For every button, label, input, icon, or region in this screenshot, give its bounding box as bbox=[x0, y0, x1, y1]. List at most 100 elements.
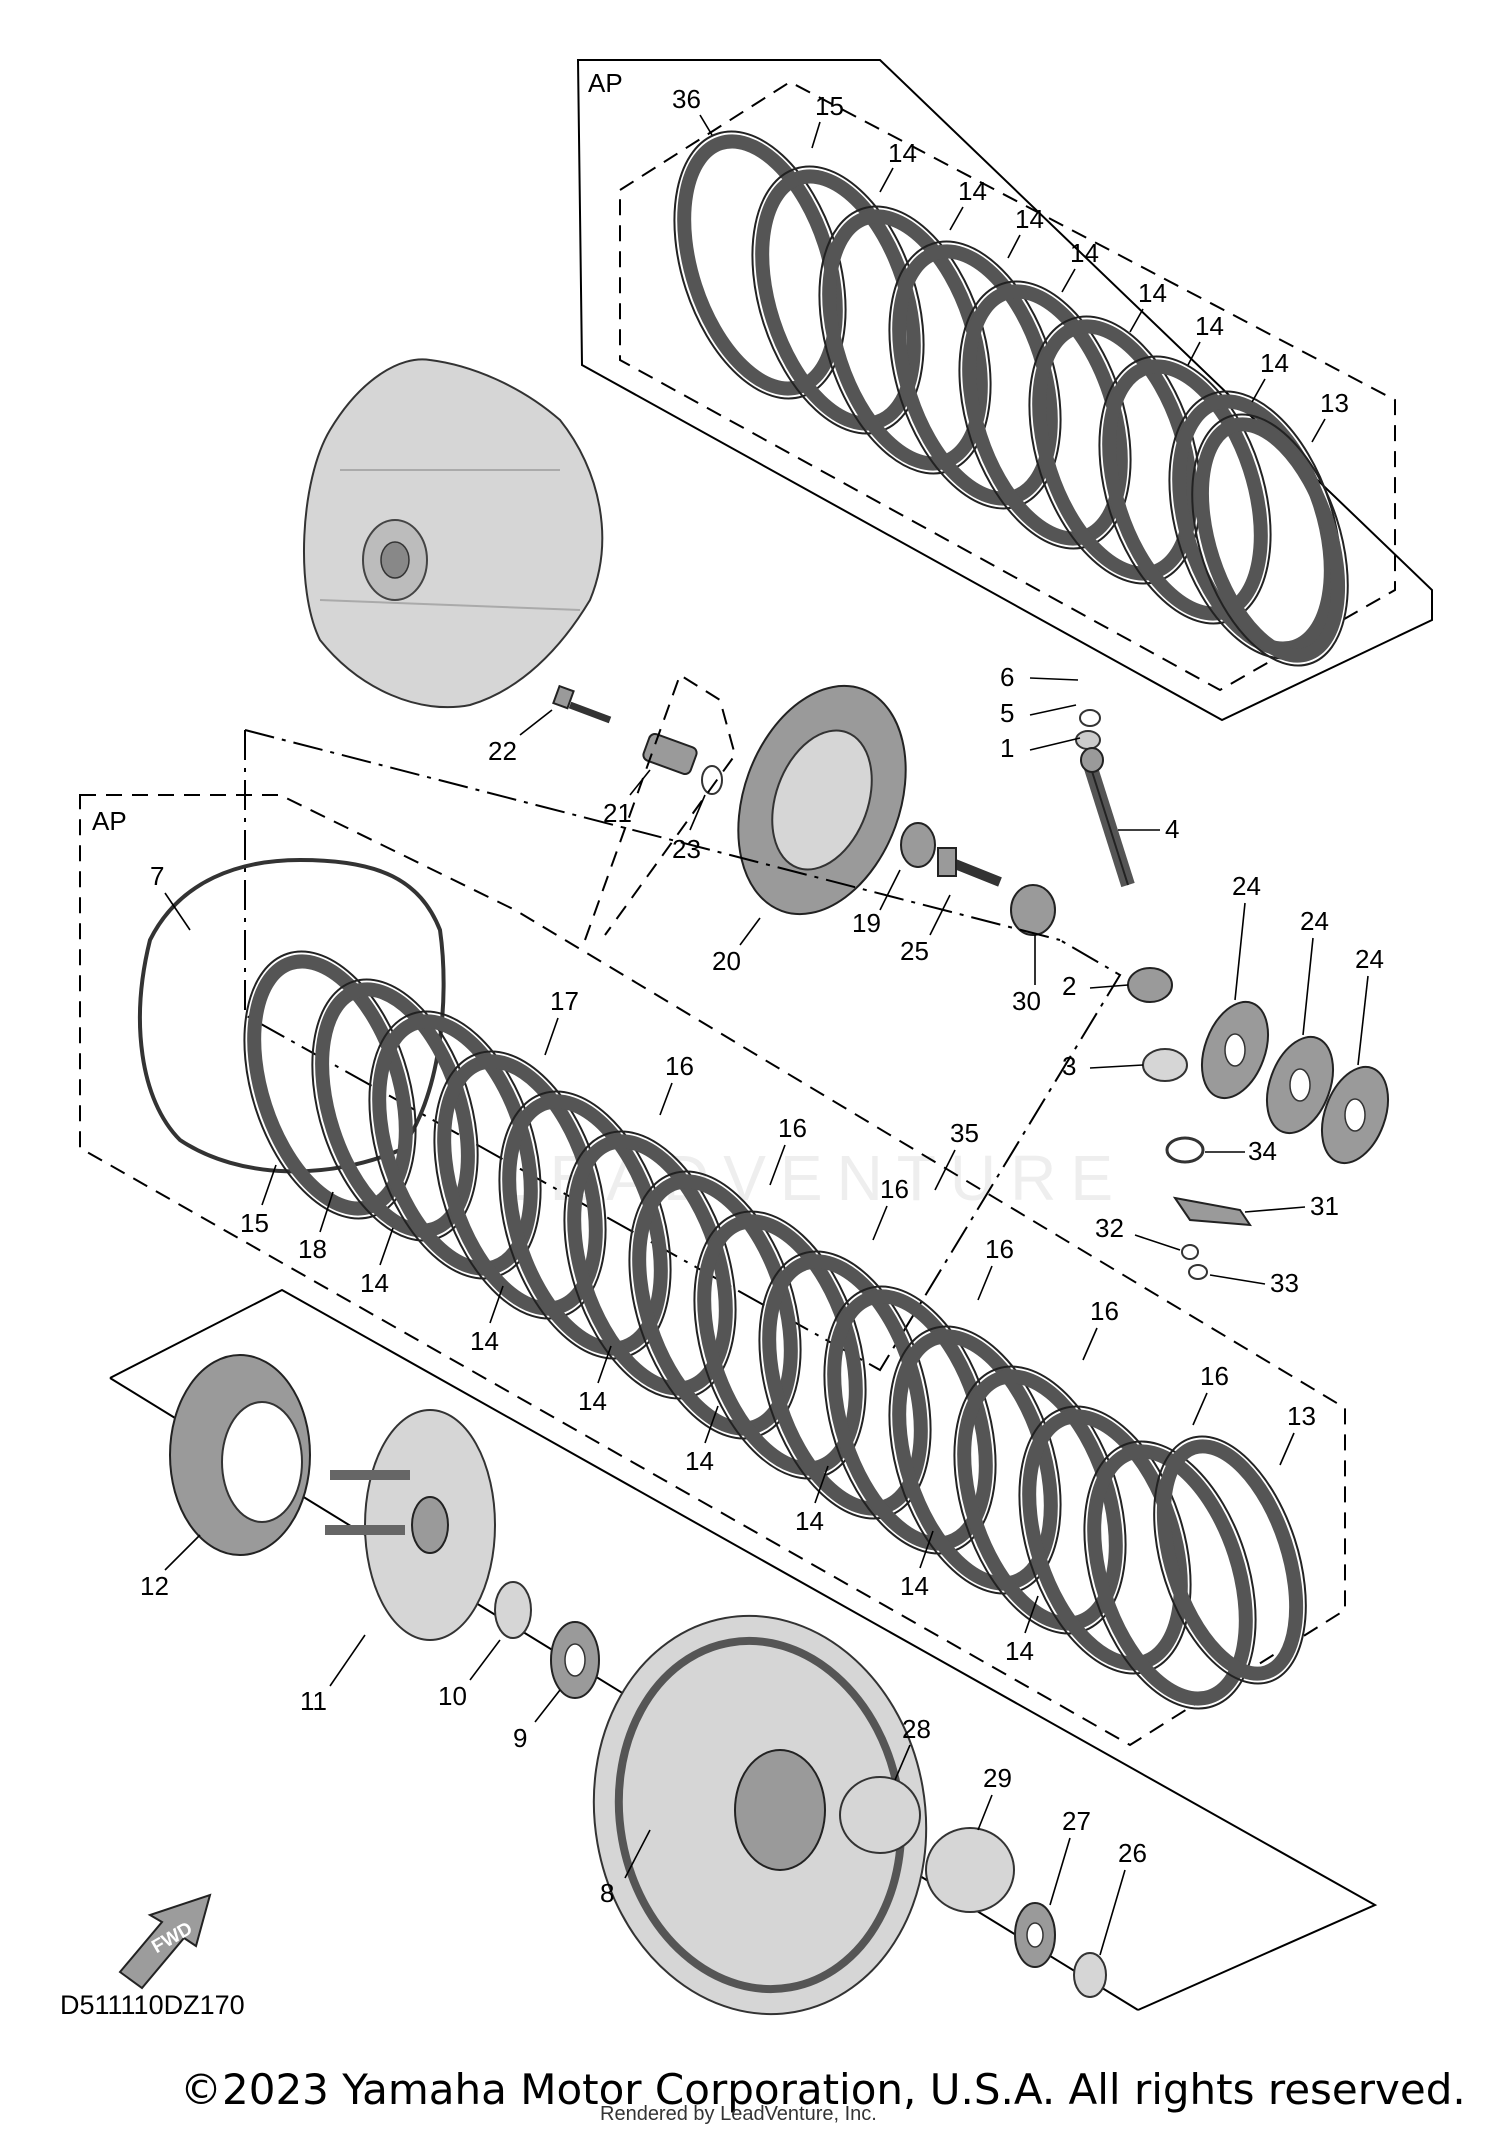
rendered-by-note: Rendered by LeadVenture, Inc. bbox=[600, 2103, 877, 2125]
lever-31 bbox=[1172, 1196, 1252, 1227]
callout-14-b-6: 14 bbox=[900, 1571, 929, 1601]
callout-10: 10 bbox=[438, 1681, 467, 1711]
bearing-2 bbox=[1127, 967, 1173, 1003]
callout-7: 7 bbox=[150, 861, 164, 891]
callout-23: 23 bbox=[672, 834, 701, 864]
callout-14-top-7: 14 bbox=[1260, 348, 1289, 378]
callout-11: 11 bbox=[300, 1686, 327, 1716]
plate-14-bottom-5 bbox=[888, 1325, 1062, 1595]
hub-12 bbox=[169, 1354, 311, 1556]
callout-27: 27 bbox=[1062, 1806, 1091, 1836]
pressure-plate-20 bbox=[737, 684, 907, 916]
callout-28: 28 bbox=[902, 1714, 931, 1744]
bottom-callouts: 17 16 16 35 16 16 16 16 13 15 18 14 14 1… bbox=[140, 986, 1316, 1956]
callout-34: 34 bbox=[1248, 1136, 1277, 1166]
callout-24-c: 24 bbox=[1355, 944, 1384, 974]
callout-16-e: 16 bbox=[1090, 1296, 1119, 1326]
top-ap-dashed-box bbox=[619, 80, 1396, 692]
callout-14-top-4: 14 bbox=[1070, 238, 1099, 268]
callout-15-bottom: 15 bbox=[240, 1208, 269, 1238]
washer-10 bbox=[494, 1581, 532, 1639]
disc-11 bbox=[325, 1409, 496, 1641]
callout-24-a: 24 bbox=[1232, 871, 1261, 901]
middle-dashed-outline bbox=[584, 673, 737, 941]
callout-14-b-4: 14 bbox=[685, 1446, 714, 1476]
callout-12: 12 bbox=[140, 1571, 169, 1601]
bottom-plate-stack bbox=[243, 950, 1307, 1710]
plate-14-bottom-2 bbox=[498, 1090, 672, 1360]
callout-26: 26 bbox=[1118, 1838, 1147, 1868]
callout-17: 17 bbox=[550, 986, 579, 1016]
callout-16-d: 16 bbox=[985, 1234, 1014, 1264]
plate-13-bottom bbox=[1153, 1435, 1307, 1685]
callout-36: 36 bbox=[672, 84, 701, 114]
callout-14-top-1: 14 bbox=[888, 138, 917, 168]
callout-2: 2 bbox=[1062, 971, 1076, 1001]
callout-14-b-1: 14 bbox=[360, 1268, 389, 1298]
callout-35: 35 bbox=[950, 1118, 979, 1148]
callout-24-b: 24 bbox=[1300, 906, 1329, 936]
callout-21: 21 bbox=[603, 798, 632, 828]
callout-20: 20 bbox=[712, 946, 741, 976]
bottom-ap-dashed-box bbox=[79, 794, 1346, 1747]
fwd-arrow-icon: FWD bbox=[118, 1893, 212, 1990]
callout-14-b-5: 14 bbox=[795, 1506, 824, 1536]
top-callouts: 36 15 14 14 14 14 14 14 14 13 bbox=[672, 84, 1349, 443]
washer-5 bbox=[1075, 730, 1101, 750]
callout-19: 19 bbox=[852, 908, 881, 938]
bolt-22 bbox=[552, 684, 612, 724]
middle-chain-top bbox=[244, 729, 1061, 941]
plate-18 bbox=[311, 978, 479, 1242]
clip-33 bbox=[1188, 1264, 1208, 1280]
nut-30 bbox=[1010, 884, 1056, 936]
bottom-solid-frame bbox=[109, 1288, 1378, 2011]
top-plate-stack bbox=[673, 130, 1349, 667]
callout-33: 33 bbox=[1270, 1268, 1299, 1298]
callout-13-top: 13 bbox=[1320, 388, 1349, 418]
middle-callouts: 6 5 1 4 22 21 23 20 19 25 30 24 24 24 7 … bbox=[150, 662, 1384, 1298]
callout-4: 4 bbox=[1165, 814, 1179, 844]
callout-16-a: 16 bbox=[665, 1051, 694, 1081]
plate-16-5 bbox=[1083, 1440, 1257, 1710]
ap-label-top: AP bbox=[588, 68, 623, 98]
clutch-basket-8 bbox=[592, 1614, 928, 2016]
callout-8: 8 bbox=[600, 1878, 614, 1908]
callout-13-bottom: 13 bbox=[1287, 1401, 1316, 1431]
callout-14-b-2: 14 bbox=[470, 1326, 499, 1356]
callout-9: 9 bbox=[513, 1723, 527, 1753]
callout-18: 18 bbox=[298, 1234, 327, 1264]
washer-23 bbox=[701, 765, 723, 795]
callout-14-top-2: 14 bbox=[958, 176, 987, 206]
callout-14-b-3: 14 bbox=[578, 1386, 607, 1416]
plates-24 bbox=[1201, 1000, 1389, 1165]
spring-34 bbox=[1165, 1136, 1205, 1164]
callout-14-b-7: 14 bbox=[1005, 1636, 1034, 1666]
callout-29: 29 bbox=[983, 1763, 1012, 1793]
washer-32 bbox=[1181, 1244, 1199, 1260]
callout-22: 22 bbox=[488, 736, 517, 766]
callout-16-f: 16 bbox=[1200, 1361, 1229, 1391]
callout-3: 3 bbox=[1062, 1051, 1076, 1081]
push-rod-4 bbox=[1083, 762, 1135, 888]
callout-25: 25 bbox=[900, 936, 929, 966]
copyright-notice: ©2023 Yamaha Motor Corporation, U.S.A. A… bbox=[180, 2065, 1466, 2114]
callout-6: 6 bbox=[1000, 662, 1014, 692]
gasket-7 bbox=[138, 857, 446, 1174]
callout-16-c: 16 bbox=[880, 1174, 909, 1204]
sleeve-29 bbox=[925, 1827, 1015, 1913]
sleeve-28 bbox=[839, 1776, 921, 1854]
clutch-cover bbox=[303, 358, 604, 709]
clip-6 bbox=[1079, 709, 1101, 727]
callout-14-top-6: 14 bbox=[1195, 311, 1224, 341]
callout-15-top: 15 bbox=[815, 91, 844, 121]
callout-5: 5 bbox=[1000, 698, 1014, 728]
plate-14-bottom-4 bbox=[758, 1250, 932, 1520]
nut-26 bbox=[1073, 1952, 1107, 1998]
diagram-code: D511110DZ170 bbox=[60, 1990, 245, 2020]
callout-30: 30 bbox=[1012, 986, 1041, 1016]
callout-16-b: 16 bbox=[778, 1113, 807, 1143]
top-ap-outer-box bbox=[576, 59, 1433, 722]
callout-14-top-3: 14 bbox=[1015, 204, 1044, 234]
callout-31: 31 bbox=[1310, 1191, 1339, 1221]
